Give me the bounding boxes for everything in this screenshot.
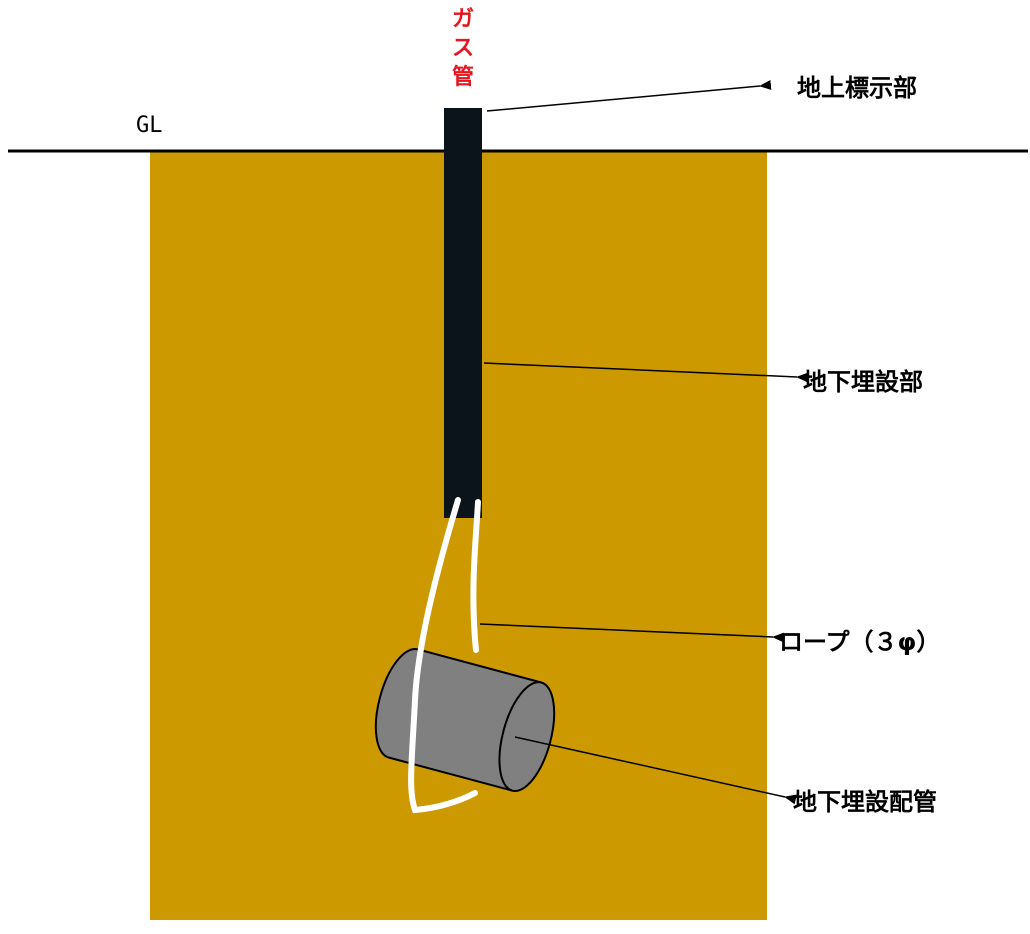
arrow-buried-part — [483, 362, 809, 383]
svg-text:管: 管 — [452, 64, 474, 90]
gl-label: GL — [136, 113, 163, 138]
callout-buried-part: 地下埋設部 — [803, 368, 923, 396]
rope — [408, 497, 481, 814]
callout-buried-pipe: 地下埋設配管 — [793, 788, 937, 816]
marker-sign-panel — [444, 0, 482, 108]
marker-post — [444, 108, 482, 518]
svg-text:ス: ス — [452, 36, 474, 61]
buried-pipe — [374, 647, 556, 793]
callout-rope: ロープ（３φ） — [779, 628, 940, 656]
svg-text:ガ: ガ — [452, 7, 474, 32]
arrow-rope — [479, 623, 785, 643]
arrow-above-ground — [486, 80, 772, 112]
callout-above-ground: 地上標示部 — [797, 74, 917, 102]
arrow-buried-pipe — [514, 736, 797, 805]
marker-sign-text: ガ ス 管 — [452, 7, 474, 90]
